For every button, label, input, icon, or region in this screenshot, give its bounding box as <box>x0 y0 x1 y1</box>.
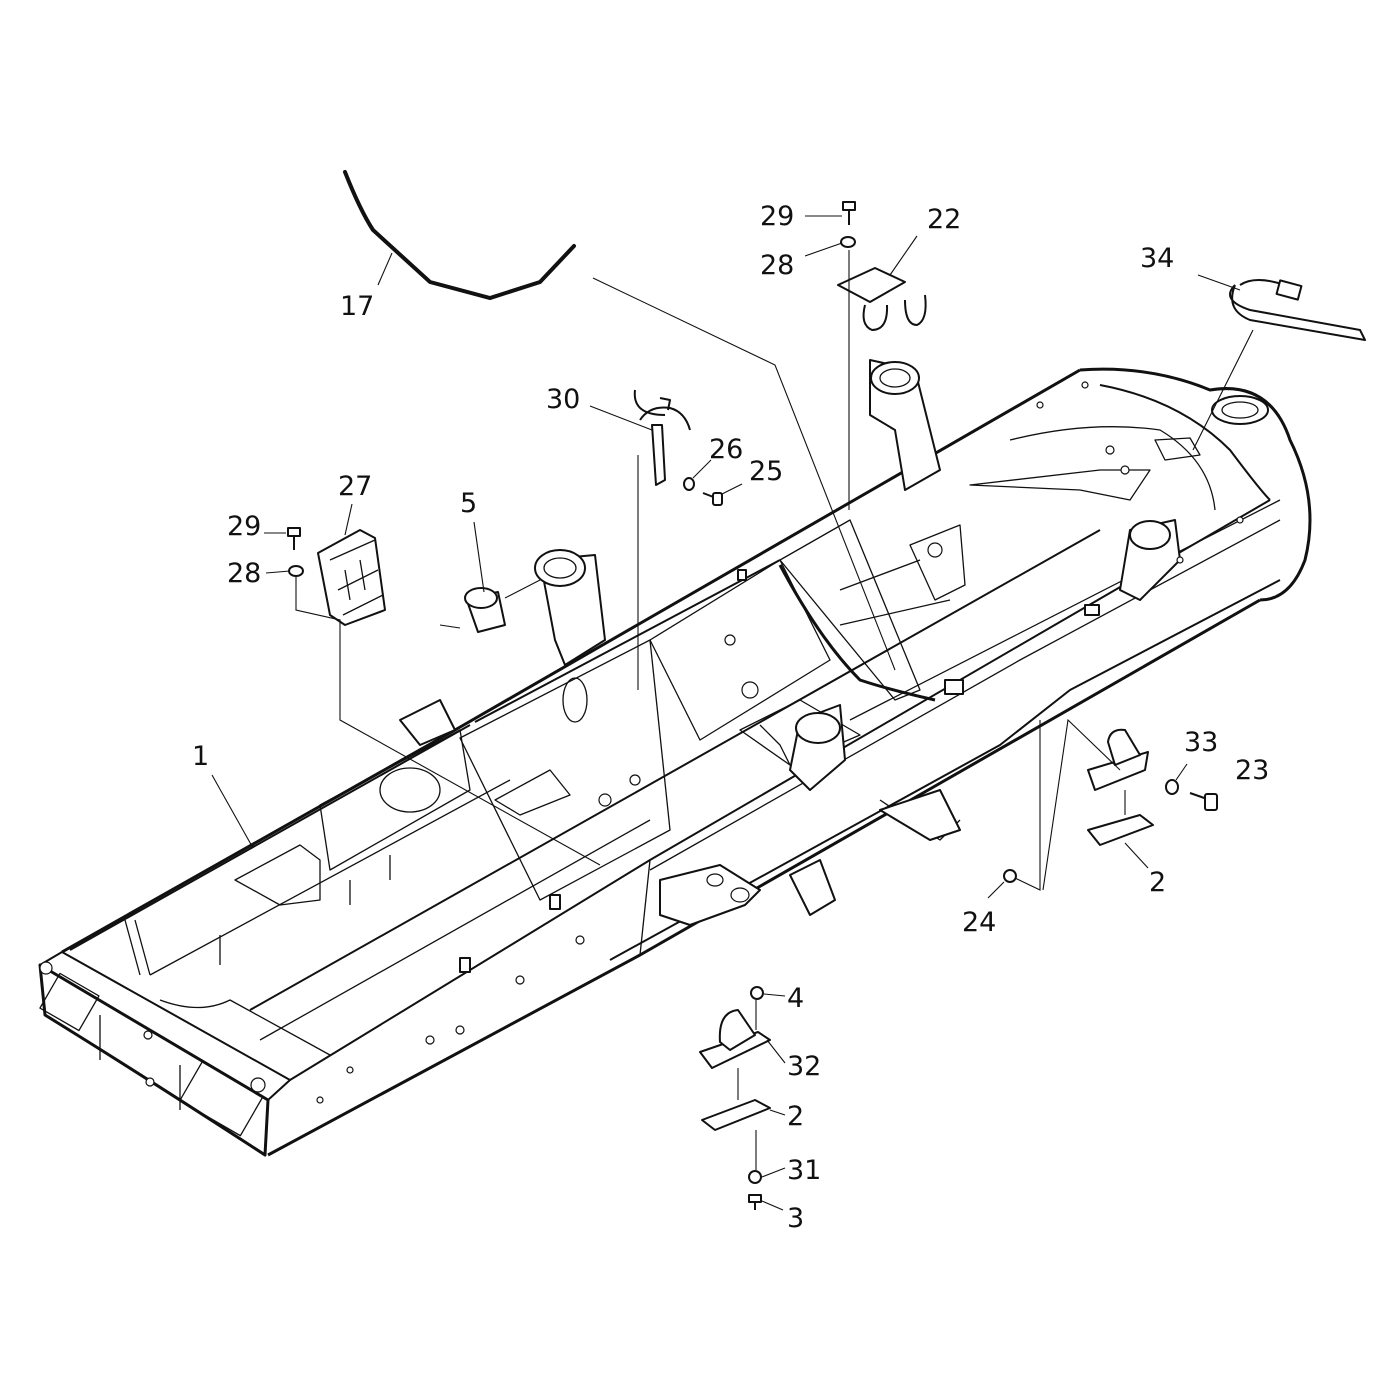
callout-17: 17 <box>340 291 374 322</box>
callout-26: 26 <box>709 434 743 465</box>
callout-2-bottom: 2 <box>787 1101 804 1132</box>
bracket-right <box>1087 728 1154 846</box>
bracket-27 <box>317 529 386 626</box>
callout-33: 33 <box>1184 727 1218 758</box>
cable-17 <box>343 170 576 301</box>
callout-5: 5 <box>460 488 477 519</box>
bolt-29-left <box>287 527 304 577</box>
callout-22: 22 <box>927 204 961 235</box>
bracket-22 <box>837 267 927 331</box>
bolt-25 <box>702 492 723 506</box>
callout-32: 32 <box>787 1051 821 1082</box>
callout-31: 31 <box>787 1155 821 1186</box>
callout-30: 30 <box>546 384 580 415</box>
callout-3: 3 <box>787 1203 804 1234</box>
washer-26 <box>683 477 695 491</box>
harness-34 <box>1154 279 1366 461</box>
callout-27: 27 <box>338 471 372 502</box>
leader-lines <box>211 215 1254 1211</box>
bolt-23 <box>1189 792 1218 811</box>
washer-33 <box>1165 779 1179 795</box>
nut-24 <box>1003 869 1017 883</box>
callout-2-right: 2 <box>1149 867 1166 898</box>
callout-29-top: 29 <box>760 201 794 232</box>
callout-labels: 17 29 22 28 34 30 26 25 27 5 29 28 1 33 … <box>192 201 1269 1234</box>
callout-34: 34 <box>1140 243 1174 274</box>
callout-29-left: 29 <box>227 511 261 542</box>
callout-28-top: 28 <box>760 250 794 281</box>
main-frame <box>38 359 1312 1157</box>
bolt-29-top <box>840 201 856 248</box>
callout-23: 23 <box>1235 755 1269 786</box>
callout-24: 24 <box>962 907 996 938</box>
bracket-30 <box>633 389 691 486</box>
bracket-bottom <box>699 986 771 1210</box>
callout-25: 25 <box>749 456 783 487</box>
bushing-5 <box>464 587 506 633</box>
callout-1: 1 <box>192 741 209 772</box>
callout-28-left: 28 <box>227 558 261 589</box>
callout-4: 4 <box>787 983 804 1014</box>
